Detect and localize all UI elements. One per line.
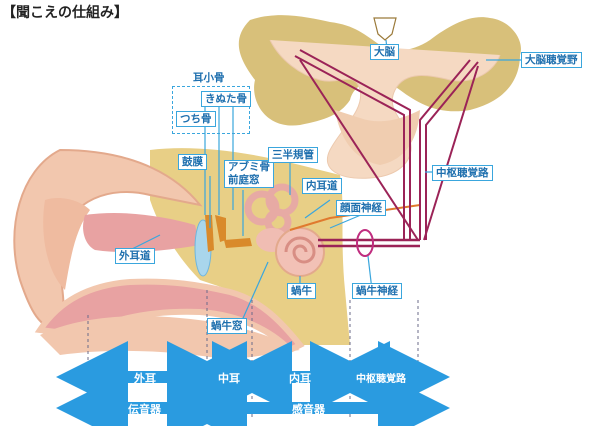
stapes — [224, 238, 252, 248]
facial-nerve-label: 顔面神経 — [336, 200, 386, 216]
cochlea-label: 蝸牛 — [287, 283, 316, 299]
section-arrows — [56, 341, 450, 430]
cochlear-nerve-ring — [356, 229, 374, 257]
central-section-label: 中枢聴覚路 — [356, 374, 406, 385]
internal-auditory-canal-label: 内耳道 — [302, 178, 342, 194]
brain-icon — [373, 17, 397, 41]
malleus — [205, 215, 214, 252]
page-title: 【聞こえの仕組み】 — [2, 5, 128, 21]
central-auditory-pathway — [294, 49, 479, 241]
inner-ear-section-label: 内耳 — [289, 372, 311, 385]
incus — [215, 215, 226, 242]
eardrum-label: 鼓膜 — [178, 154, 207, 170]
ossicles-group-box — [172, 86, 250, 134]
stapes-label-line1: アブミ骨 — [228, 161, 270, 173]
auricle-inner — [43, 198, 90, 290]
malleus-label: つち骨 — [176, 111, 216, 127]
ear-canal — [83, 213, 200, 253]
ossicles-label: 耳小骨 — [193, 72, 225, 84]
semicircular-canals-label: 三半規管 — [268, 147, 318, 163]
lower-canal-skin — [34, 278, 305, 354]
cerebrum-label: 大脳 — [370, 44, 399, 60]
outer-ear-section-label: 外耳 — [134, 372, 156, 385]
round-window-label: 蝸牛窓 — [207, 318, 247, 334]
stapes-label-line2: 前庭窓 — [228, 174, 260, 186]
sensory-system-label: 感音器 — [292, 403, 325, 416]
conductive-system-label: 伝音器 — [128, 403, 161, 416]
facial-nerve — [289, 204, 421, 231]
ear-canal-label: 外耳道 — [115, 248, 155, 264]
incus-label: きぬた骨 — [201, 91, 251, 107]
auditory-cortex-label: 大脳聴覚野 — [521, 52, 582, 68]
middle-ear-section-label: 中耳 — [218, 372, 240, 385]
stapes-label: アブミ骨 前庭窓 — [224, 160, 274, 188]
central-auditory-pathway-label: 中枢聴覚路 — [432, 165, 493, 181]
cochlear-nerve-label: 蝸牛神経 — [352, 283, 402, 299]
cochlea — [275, 227, 325, 277]
